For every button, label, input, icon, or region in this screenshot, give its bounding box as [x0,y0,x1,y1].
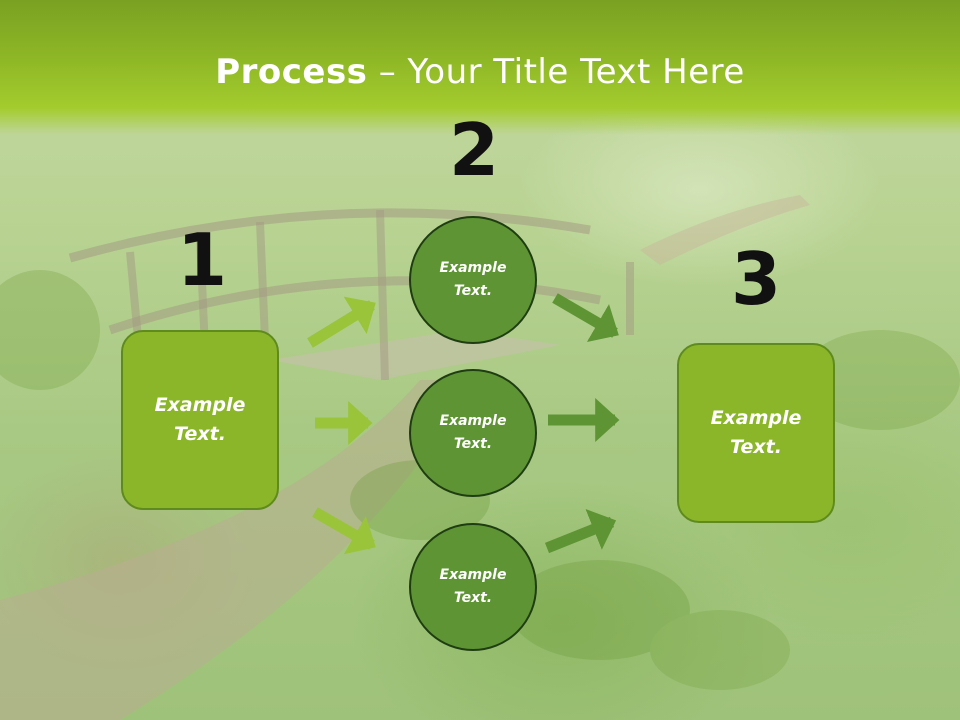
step-number-1: 1 [177,218,228,302]
title-band [0,0,960,135]
circle-3-text: Example Text. [439,567,507,606]
arrow-circle-3-to-right [544,508,617,554]
slide-title: Process – Your Title Text Here [0,52,960,92]
circle-1-text: Example Text. [439,260,507,299]
circle-3: Example Text. [409,523,537,651]
circle-2: Example Text. [409,369,537,497]
right-box-text: Example Text. [710,407,802,458]
title-bold: Process [215,52,368,92]
left-box: Example Text. [121,330,279,510]
step-number-2: 2 [449,108,500,192]
arrow-circle-1-to-right [552,293,619,343]
title-rest: – Your Title Text Here [367,52,745,92]
step-number-3: 3 [731,237,782,321]
arrow-left-to-circle-3 [312,507,376,555]
left-box-text: Example Text. [154,394,246,445]
right-box: Example Text. [677,343,835,523]
circle-1: Example Text. [409,216,537,344]
arrow-left-to-circle-1 [307,296,376,348]
circle-2-text: Example Text. [439,413,507,452]
